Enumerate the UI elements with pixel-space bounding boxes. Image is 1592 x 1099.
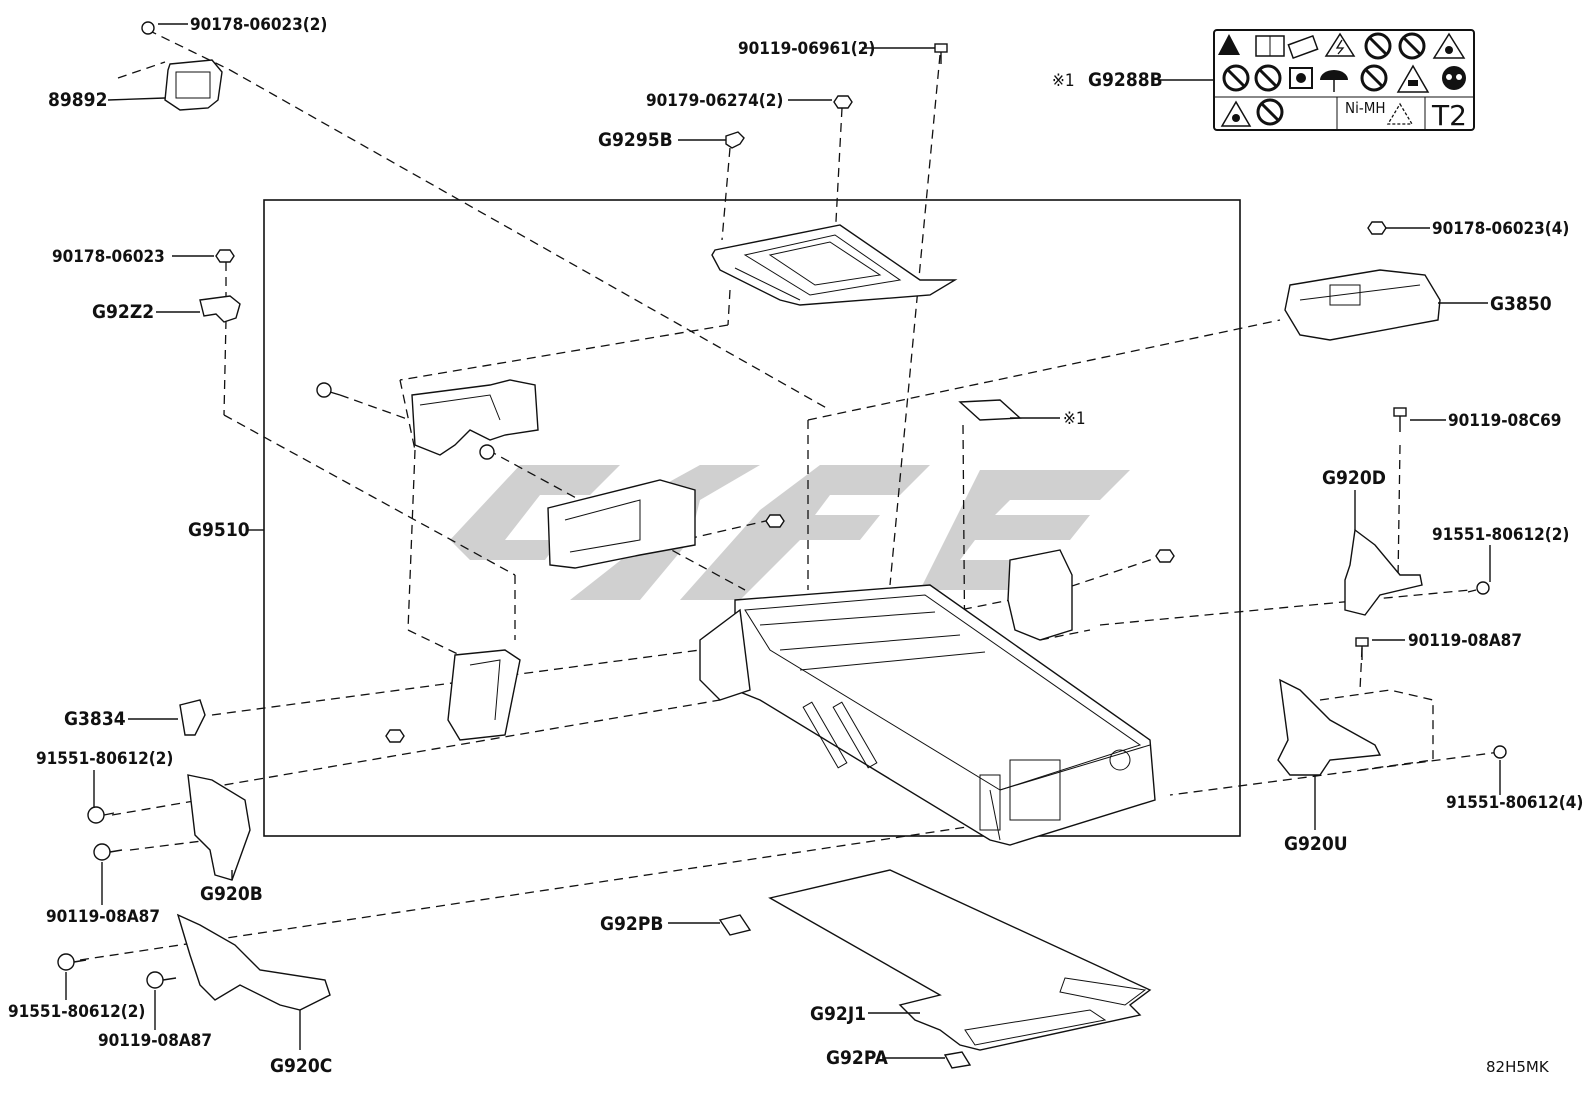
label-G920B: G920B xyxy=(200,883,263,905)
no-disassemble-icon xyxy=(1364,32,1392,60)
label-90178-06023: 90178-06023 xyxy=(52,247,165,267)
label-ref1: ※1 xyxy=(1063,409,1086,429)
corrosive-icon xyxy=(1396,64,1430,93)
part-G3834 xyxy=(179,699,206,736)
caution-nimh-text: Ni-MH xyxy=(1345,99,1386,117)
part-G92Z2 xyxy=(199,295,241,323)
part-89892 xyxy=(141,21,223,111)
part-90178-06023-nut xyxy=(215,249,235,263)
label-G92J1: G92J1 xyxy=(810,1003,866,1025)
part-G920U xyxy=(1277,637,1507,776)
part-center-bracket xyxy=(547,479,785,569)
label-90119-08A87-right: 90119-08A87 xyxy=(1408,631,1522,651)
label-90119-08C69: 90119-08C69 xyxy=(1448,411,1561,431)
label-G92PA: G92PA xyxy=(826,1047,889,1069)
leader-lines xyxy=(65,23,1501,1059)
part-G920C xyxy=(57,913,331,1011)
part-label-sticker xyxy=(958,399,1022,421)
label-G920D: G920D xyxy=(1322,467,1386,489)
assembly-frame xyxy=(263,199,1241,837)
label-90179-06274-2: 90179-06274(2) xyxy=(646,91,783,111)
label-91551-80612-2-right: 91551-80612(2) xyxy=(1432,525,1569,545)
no-water-icon xyxy=(1222,64,1250,92)
diagram-code: 82H5MK xyxy=(1486,1058,1550,1076)
part-cover-plate xyxy=(711,224,958,306)
label-90178-06023-2: 90178-06023(2) xyxy=(190,15,327,35)
part-G920B xyxy=(87,774,251,881)
label-91551-80612-2-left: 91551-80612(2) xyxy=(36,749,173,769)
high-voltage-icon xyxy=(1324,32,1356,57)
label-G920U: G920U xyxy=(1284,833,1348,855)
part-labels: 90178-06023(2) 89892 90178-06023 G92Z2 G… xyxy=(8,15,1583,1077)
part-lower-left-bracket xyxy=(385,649,521,743)
label-90178-06023-4: 90178-06023(4) xyxy=(1432,219,1569,239)
label-G92PB: G92PB xyxy=(600,913,663,935)
part-right-inner-bracket xyxy=(1007,549,1175,641)
label-91551-80612-2-bottom: 91551-80612(2) xyxy=(8,1002,145,1022)
part-floor-sheets xyxy=(718,869,1152,1069)
part-90179-06274-nut xyxy=(833,95,853,109)
label-G92Z2: G92Z2 xyxy=(92,301,154,323)
part-G9295B xyxy=(725,131,745,149)
label-90119-08A87-bottom: 90119-08A87 xyxy=(98,1031,212,1051)
caution-t2-text: T2 xyxy=(1431,99,1467,132)
warning-triangle-icon xyxy=(1218,34,1240,55)
eye-protection-icon xyxy=(1442,66,1466,90)
label-G3834: G3834 xyxy=(64,708,126,730)
label-G920C: G920C xyxy=(270,1055,332,1077)
no-impact-icon xyxy=(1289,67,1313,89)
label-G9288B: G9288B xyxy=(1088,69,1163,91)
caution-label: Ni-MH T2 xyxy=(1213,29,1475,132)
part-upper-left-bracket xyxy=(316,379,539,460)
part-G3850 xyxy=(1284,221,1441,341)
flammable-icon xyxy=(1432,32,1466,59)
part-G920D xyxy=(1344,407,1490,616)
label-89892: 89892 xyxy=(48,89,107,111)
recycle-icon xyxy=(1386,102,1414,125)
no-touch-icon xyxy=(1254,64,1282,92)
no-children-icon xyxy=(1256,98,1284,126)
keep-dry-icon xyxy=(1320,70,1348,92)
label-G9295B: G9295B xyxy=(598,129,673,151)
label-91551-80612-4: 91551-80612(4) xyxy=(1446,793,1583,813)
label-G9510: G9510 xyxy=(188,519,250,541)
manual-icon xyxy=(1255,35,1285,57)
explosive-icon xyxy=(1220,100,1252,127)
alignment-lines xyxy=(79,29,1501,961)
label-90119-06961-2: 90119-06961(2) xyxy=(738,39,875,59)
part-battery-pack xyxy=(699,584,1156,846)
no-fire-icon xyxy=(1398,32,1426,60)
label-ref1-prefix: ※1 xyxy=(1052,71,1075,91)
no-short-circuit-icon xyxy=(1360,64,1388,92)
part-90119-06961-bolt xyxy=(934,43,948,64)
label-90119-08A87-left: 90119-08A87 xyxy=(46,907,160,927)
battery-icon xyxy=(1287,35,1319,59)
label-G3850: G3850 xyxy=(1490,293,1552,315)
